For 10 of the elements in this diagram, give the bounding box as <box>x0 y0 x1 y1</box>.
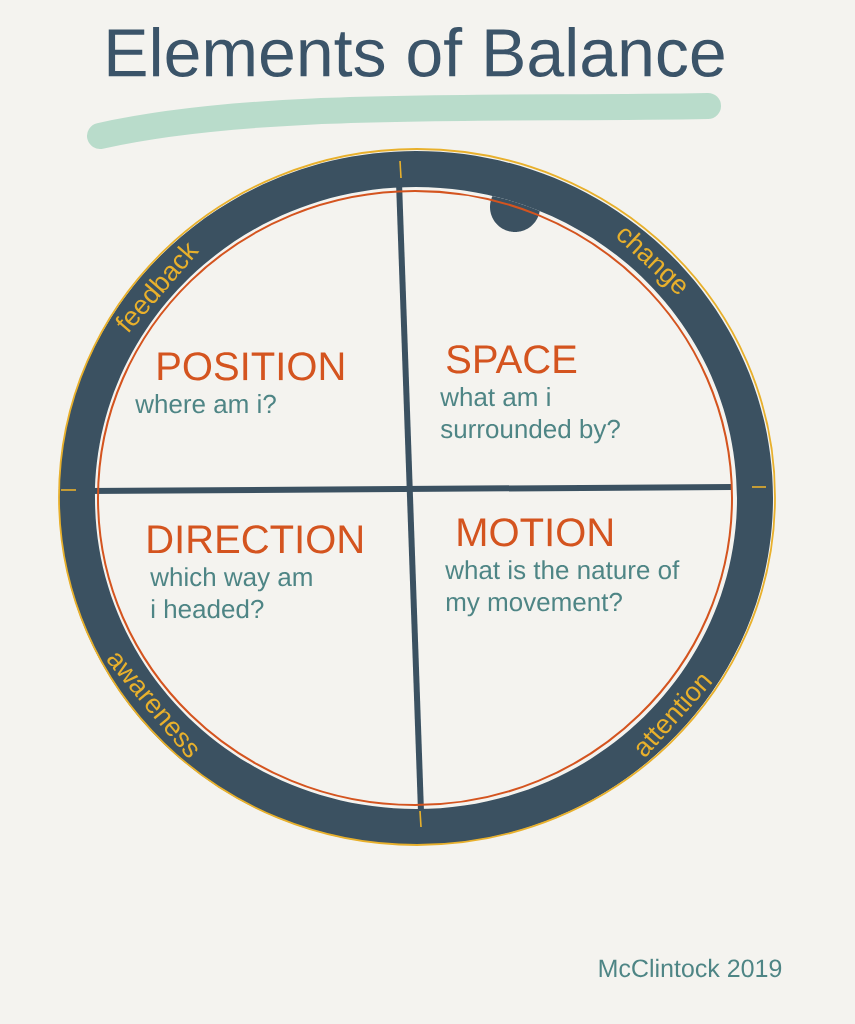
author-signature: McClintock 2019 <box>599 958 782 978</box>
quadrant-question: what am i surrounded by? <box>440 387 620 444</box>
quadrant-question: which way am i headed? <box>150 567 312 619</box>
quadrant-question: what is the nature of my movement? <box>445 560 680 617</box>
quadrant-heading: MOTION <box>458 518 612 547</box>
quadrant-heading: POSITION <box>158 352 344 381</box>
title: Elements of Balance <box>108 27 724 77</box>
quadrant-heading: SPACE <box>447 345 577 374</box>
quadrant-question: where am i? <box>135 394 276 414</box>
quadrant-heading: DIRECTION <box>148 525 362 554</box>
